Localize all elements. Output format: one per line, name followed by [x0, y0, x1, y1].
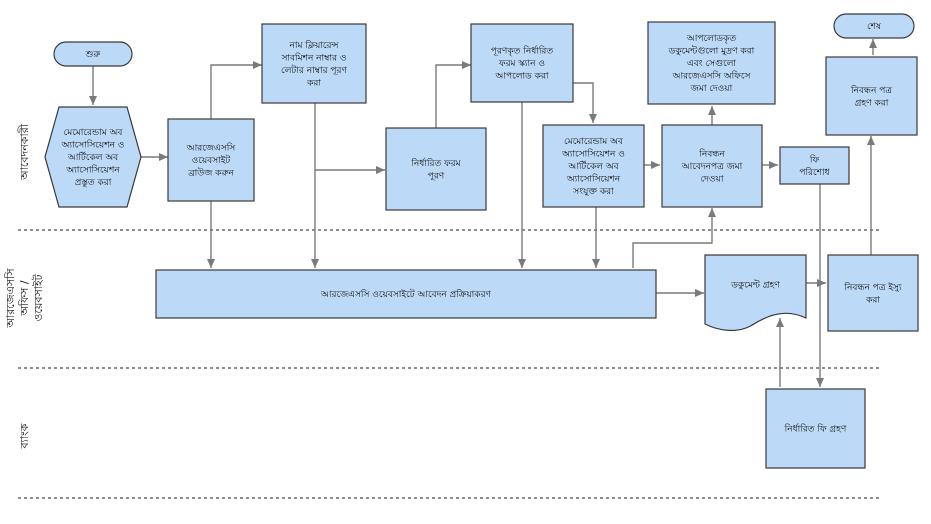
node-document-receipt-text: ডকুমেন্ট গ্রহণ — [730, 279, 780, 290]
lane-label-rjsc-line2: অফিস / — [18, 280, 31, 316]
lane-label-rjsc-line3: ওয়েবসাইট — [32, 273, 45, 321]
node-prepare-memorandum-text: অ্যাসোসিয়েশন ও — [61, 140, 125, 151]
node-submit-registration-shape — [661, 124, 763, 208]
connector-formfill-to-scanupload — [435, 61, 471, 128]
node-prepare-memorandum-text: অ্যাসোসিয়েশন — [65, 165, 120, 176]
node-start-shape — [53, 41, 133, 67]
node-fill-name-clearance-text: লেটার নাম্বার পূরণ — [281, 64, 347, 76]
connector-browse-to-namefill — [210, 61, 262, 119]
node-scan-upload-form-text: পূরণকৃত নির্ধারিত — [491, 46, 554, 57]
node-prepare-memorandum-text: আর্টিকেল অব — [67, 151, 119, 163]
node-issue-certificate-shape — [827, 254, 919, 332]
node-website-processing-text: আরজেএসসি ওয়েবসাইটে আবেদন প্রক্রিয়াকরণ — [320, 288, 492, 300]
node-scan-upload-form-shape — [470, 23, 574, 103]
node-submit-registration: নিবন্ধন আবেদনপত্র জমা দেওয়া — [661, 124, 763, 208]
node-fill-name-clearance-text: করা — [306, 78, 321, 88]
lane-label-bank: ব্যাংক — [18, 423, 31, 449]
node-scan-upload-form: পূরণকৃত নির্ধারিত ফরম স্ক্যান ও আপলোড করা — [470, 23, 574, 103]
connector-scanupload-to-attach — [573, 82, 597, 123]
node-receive-fee-shape — [765, 388, 866, 469]
node-attach-memorandum-text: সংযুক্ত করা — [572, 187, 614, 197]
node-submit-registration-text: আবেদনপত্র জমা — [681, 162, 743, 172]
node-website-processing: আরজেএসসি ওয়েবসাইটে আবেদন প্রক্রিয়াকরণ — [155, 269, 657, 319]
node-attach-memorandum-shape — [542, 124, 645, 208]
node-receive-certificate: নিবন্ধন পত্র গ্রহণ করা — [825, 56, 918, 136]
lane-label-rjsc: আরজেএসসি অফিস / ওয়েবসাইট — [4, 268, 45, 329]
node-submit-registration-text: দেওয়া — [701, 175, 724, 185]
node-document-receipt: ডকুমেন্ট গ্রহণ — [704, 254, 807, 332]
connector-processing-to-submit — [632, 208, 716, 268]
node-fill-prescribed-form-shape — [385, 127, 487, 211]
flow-nodes: শুরুশেষমেমোরেন্ডাম অবঅ্যাসোসিয়েশন ওআর্ট… — [44, 13, 919, 469]
node-pay-fee-text: ফি — [809, 154, 820, 165]
node-print-uploaded-docs-text: আরজেএসসি অফিসে — [672, 71, 752, 82]
node-receive-certificate-shape — [825, 56, 918, 136]
node-receive-certificate-text: গ্রহণ করা — [855, 98, 889, 108]
node-attach-memorandum-text: অ্যাসোসিয়েশন — [566, 174, 621, 185]
lane-label-rjsc-line1: আরজেএসসি — [4, 268, 17, 329]
node-browse-website: আরজেএসসিওয়েবসাইটব্রাউজ করুন — [167, 118, 255, 202]
node-print-uploaded-docs-text: জমা দেওয়া — [690, 84, 733, 94]
node-fill-prescribed-form: নির্ধারিত ফরম পূরণ — [385, 127, 487, 211]
node-pay-fee-shape — [779, 146, 850, 185]
node-scan-upload-form-text: ফরম স্ক্যান ও — [498, 59, 545, 69]
node-attach-memorandum: মেমোরেন্ডাম অব অ্যাসোসিয়েশন ওআর্টিকেল অব… — [542, 124, 645, 208]
node-pay-fee: ফি পরিশোধ — [779, 146, 850, 185]
node-fill-name-clearance-shape — [261, 23, 367, 104]
node-pay-fee-text: পরিশোধ — [799, 167, 830, 178]
node-print-uploaded-docs: আপলোডকৃত ডকুমেন্টগুলো মুদ্রণ করা এবং সেগুল… — [647, 21, 776, 105]
node-print-uploaded-docs-shape — [647, 21, 776, 105]
node-start-text: শুরু — [85, 50, 102, 60]
node-issue-certificate-text: করা — [865, 295, 880, 305]
node-fill-name-clearance: নাম ক্লিয়ারেন্সসাবমিশন নাম্বার ওলেটার ন… — [261, 23, 367, 104]
node-start: শুরু — [53, 41, 133, 67]
node-attach-memorandum-text: অ্যাসোসিয়েশন ও — [561, 149, 625, 160]
node-receive-fee-text: নির্ধারিত ফি গ্রহণ — [784, 424, 847, 435]
node-submit-registration-text: নিবন্ধন — [698, 149, 725, 160]
node-attach-memorandum-text: মেমোরেন্ডাম অব — [564, 137, 624, 147]
node-receive-fee: নির্ধারিত ফি গ্রহণ — [765, 388, 866, 469]
lane-label-applicant: আবেদনকারী — [18, 123, 31, 181]
node-browse-website-text: ওয়েবসাইট — [192, 154, 232, 166]
node-end: শেষ — [833, 13, 915, 39]
node-website-processing-shape — [155, 269, 657, 319]
node-fill-name-clearance-text: সাবমিশন নাম্বার ও — [280, 52, 346, 63]
node-attach-memorandum-text: আর্টিকেল অব — [567, 160, 619, 172]
node-fill-prescribed-form-text: নির্ধারিত ফরম — [410, 158, 461, 169]
node-end-shape — [833, 13, 915, 39]
node-browse-website-shape — [167, 118, 255, 202]
node-prepare-memorandum-shape — [44, 106, 142, 208]
node-print-uploaded-docs-text: আপলোডকৃত — [686, 34, 736, 44]
node-print-uploaded-docs-text: ডকুমেন্টগুলো মুদ্রণ করা — [668, 46, 755, 57]
node-receive-certificate-text: নিবন্ধন পত্র — [850, 85, 892, 96]
connectors — [89, 39, 877, 387]
node-browse-website-text: ব্রাউজ করুন — [187, 167, 234, 179]
node-issue-certificate: নিবন্ধন পত্র ইস্যু করা — [827, 254, 919, 332]
node-issue-certificate-text: নিবন্ধন পত্র ইস্যু — [843, 282, 902, 293]
node-browse-website-text: আরজেএসসি — [186, 143, 236, 154]
node-prepare-memorandum-text: মেমোরেন্ডাম অব — [64, 128, 124, 138]
node-prepare-memorandum: মেমোরেন্ডাম অব অ্যাসোসিয়েশন ওআর্টিকেল অব… — [44, 106, 142, 208]
node-prepare-memorandum-text: প্রস্তুত করা — [75, 178, 112, 188]
node-fill-prescribed-form-text: পূরণ — [428, 171, 445, 181]
node-end-text: শেষ — [867, 22, 882, 32]
node-document-receipt-shape — [704, 254, 807, 332]
node-fill-name-clearance-text: নাম ক্লিয়ারেন্স — [288, 40, 339, 51]
node-scan-upload-form-text: আপলোড করা — [495, 72, 549, 82]
node-print-uploaded-docs-text: এবং সেগুলো — [687, 59, 736, 69]
